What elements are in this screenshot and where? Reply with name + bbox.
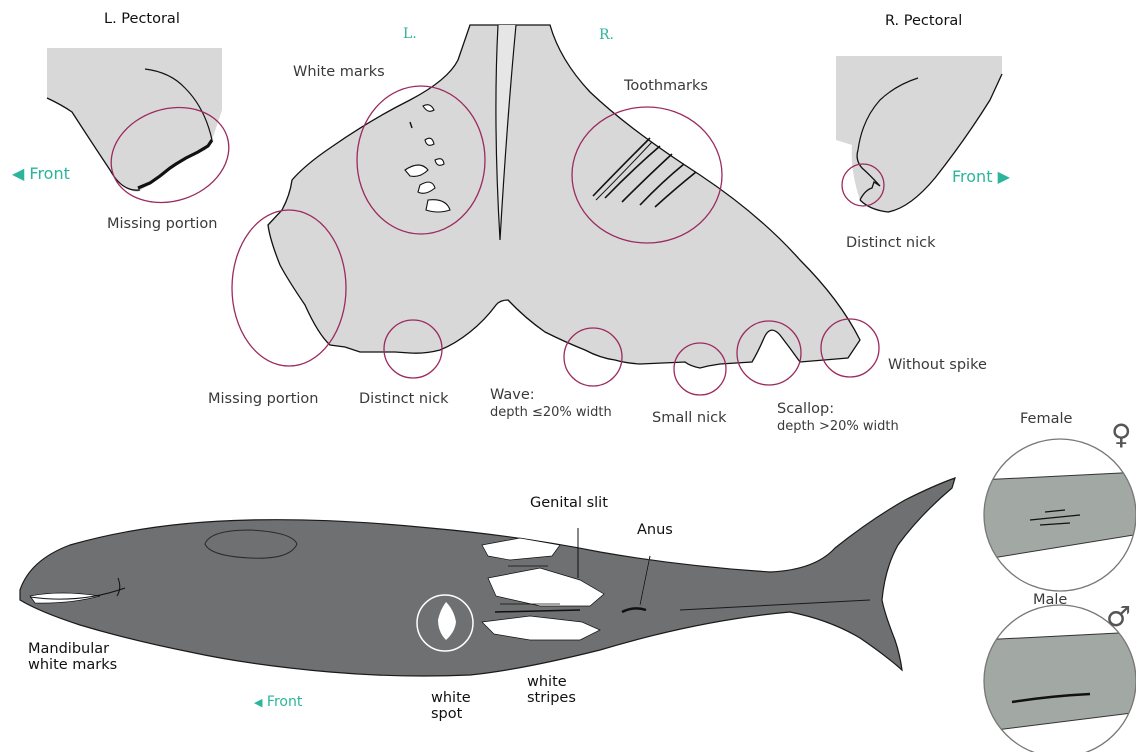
male-label: Male <box>1033 592 1067 608</box>
right-pectoral-title: R. Pectoral <box>885 13 962 29</box>
white-spot-label: white spot <box>431 690 471 722</box>
front-right-label: Front ▶ <box>952 169 1010 185</box>
left-pectoral-title: L. Pectoral <box>104 11 180 27</box>
fluke-left-label: L. <box>403 26 417 42</box>
front-left-text: Front <box>29 164 69 183</box>
anus-label: Anus <box>637 522 673 538</box>
fluke-missing-portion-label: Missing portion <box>208 391 319 407</box>
wave-description: depth ≤20% width <box>490 405 612 421</box>
front-right-text: Front <box>952 167 992 186</box>
front-whale-text: Front <box>267 694 302 710</box>
pectoral-missing-portion-label: Missing portion <box>107 216 218 232</box>
female-label: Female <box>1020 411 1072 427</box>
white-stripes-label: white stripes <box>527 674 576 706</box>
small-nick-label: Small nick <box>652 410 726 426</box>
pectoral-distinct-nick-label: Distinct nick <box>846 235 936 251</box>
wave-label: Wave: <box>490 387 535 403</box>
arrow-left-icon: ◀ <box>254 696 262 709</box>
front-whale-label: ◀ Front <box>254 694 302 711</box>
toothmarks-label: Toothmarks <box>624 78 708 94</box>
female-detail <box>980 435 1136 595</box>
fluke-distinct-nick-label: Distinct nick <box>359 391 449 407</box>
arrow-left-icon: ◀ <box>12 164 24 183</box>
male-symbol-icon: ♂ <box>1106 602 1131 632</box>
scallop-description: depth >20% width <box>777 419 899 435</box>
without-spike-label: Without spike <box>888 357 987 373</box>
genital-slit-label: Genital slit <box>530 495 608 511</box>
fluke-right-label: R. <box>599 27 614 43</box>
arrow-right-icon: ▶ <box>998 167 1010 186</box>
left-pectoral-fin <box>47 48 222 192</box>
right-pectoral-fin <box>836 56 1002 212</box>
scallop-label: Scallop: <box>777 401 834 417</box>
female-symbol-icon: ♀ <box>1111 420 1132 450</box>
white-marks-label: White marks <box>293 64 385 80</box>
front-left-label: ◀ Front <box>12 166 70 182</box>
mandibular-white-marks-label: Mandibular white marks <box>28 641 117 673</box>
whale-body <box>20 478 955 676</box>
